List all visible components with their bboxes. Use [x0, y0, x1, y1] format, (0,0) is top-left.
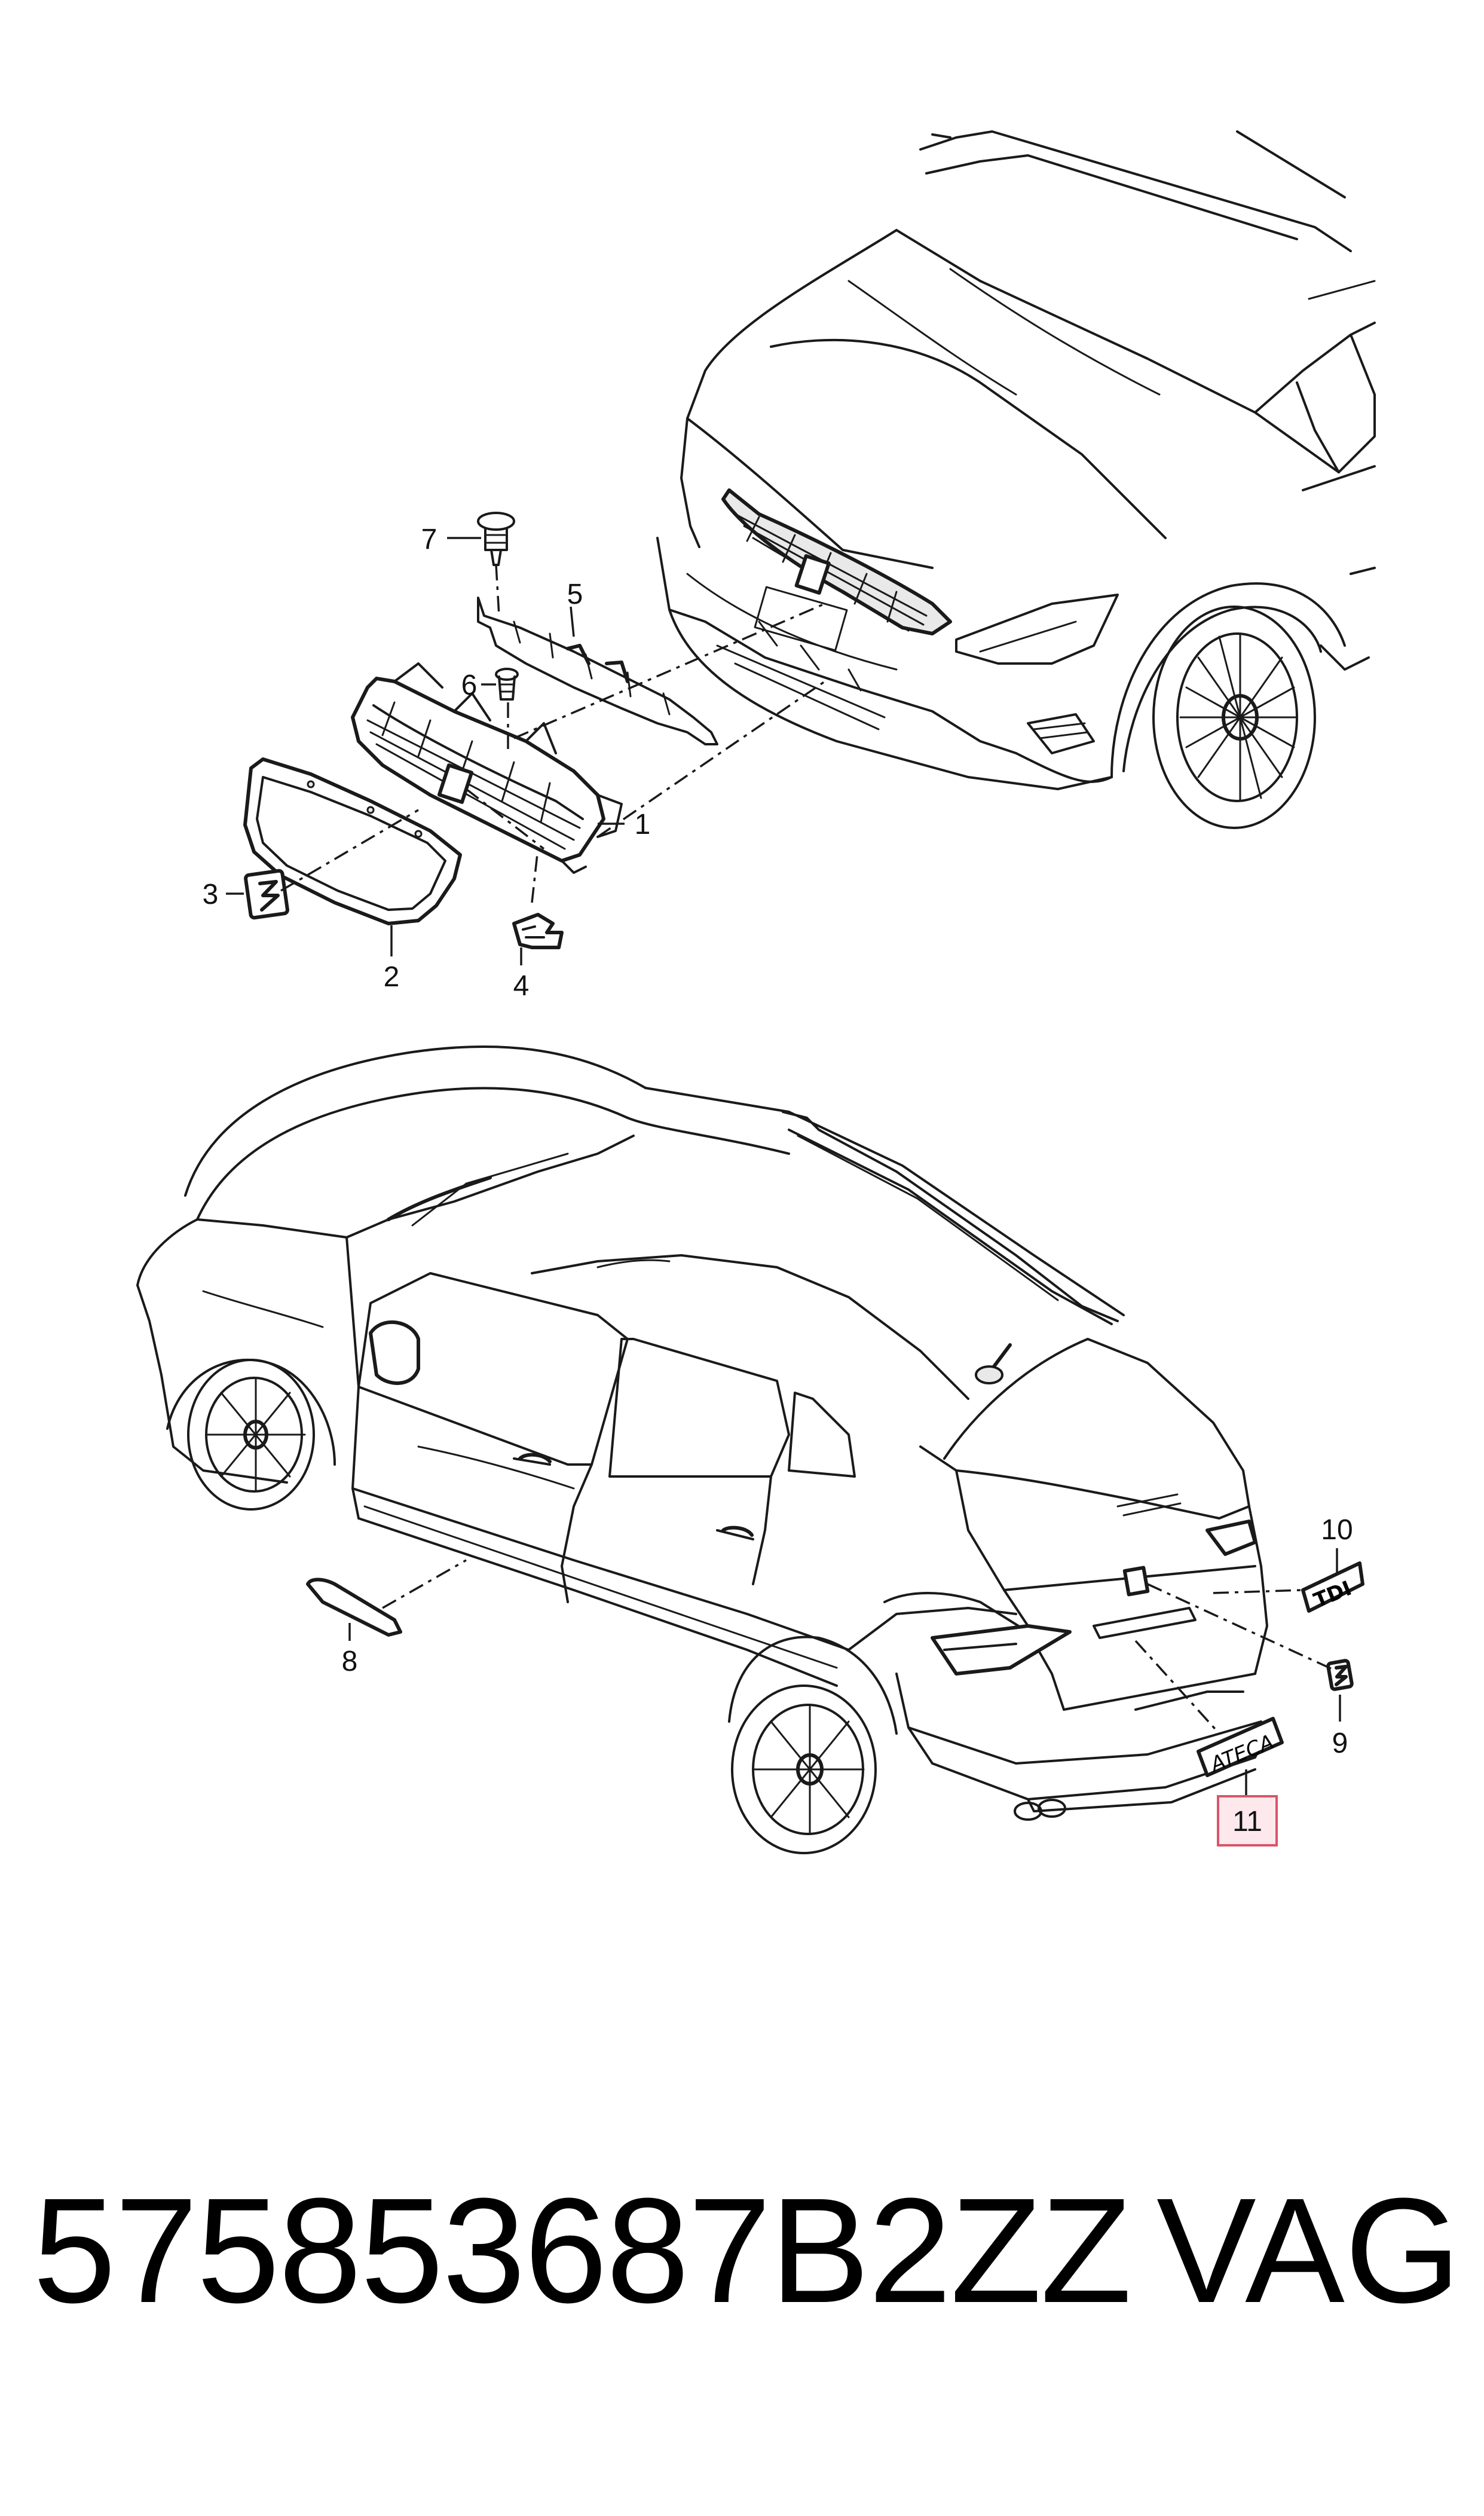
callout-5: 5 — [567, 579, 583, 610]
part-9-s-emblem — [1326, 1659, 1354, 1691]
part-4-fr-badge — [512, 913, 564, 949]
part-2-trim-frame — [243, 757, 462, 925]
callout-11: 11 — [1232, 1806, 1262, 1838]
part-number: 575853687B2ZZ — [33, 2167, 1132, 2334]
callout-leaders — [226, 537, 1341, 1796]
callout-1: 1 — [635, 809, 651, 840]
assembly-line-front-4 — [495, 564, 500, 616]
assembly-line-rear-2 — [1147, 1583, 1336, 1672]
callout-11-highlight[interactable]: 11 — [1217, 1795, 1278, 1847]
callout-3: 3 — [203, 879, 219, 910]
brand-label: VAG — [1156, 2167, 1461, 2334]
part-1-grille — [351, 662, 623, 874]
part-6-screw — [495, 668, 519, 701]
callout-7: 7 — [421, 524, 437, 555]
assembly-line-rear-1 — [382, 1559, 467, 1609]
part-3-logo — [244, 869, 289, 920]
part-5-bracket — [477, 597, 718, 745]
callout-8: 8 — [342, 1646, 358, 1677]
assembly-line-rear-3 — [1213, 1589, 1304, 1594]
assembly-line-front-2 — [597, 680, 825, 838]
front-car-illustration — [656, 130, 1376, 829]
part-10-tdi-badge: TDI — [1301, 1561, 1364, 1613]
callout-9: 9 — [1332, 1728, 1348, 1759]
part-8-side-moulding — [306, 1578, 402, 1637]
assembly-line-front-7 — [531, 848, 539, 903]
callout-2: 2 — [384, 961, 400, 993]
callout-6: 6 — [461, 669, 478, 701]
part-7-clip — [477, 512, 515, 566]
callout-10: 10 — [1321, 1514, 1353, 1546]
callout-4: 4 — [513, 970, 530, 1002]
rear-car-illustration — [136, 1045, 1274, 1854]
assembly-line-front-6 — [280, 809, 419, 892]
assembly-line-rear-4 — [1134, 1640, 1220, 1735]
assembly-line-front-1 — [513, 603, 825, 739]
highlight-box — [1217, 1795, 1278, 1847]
